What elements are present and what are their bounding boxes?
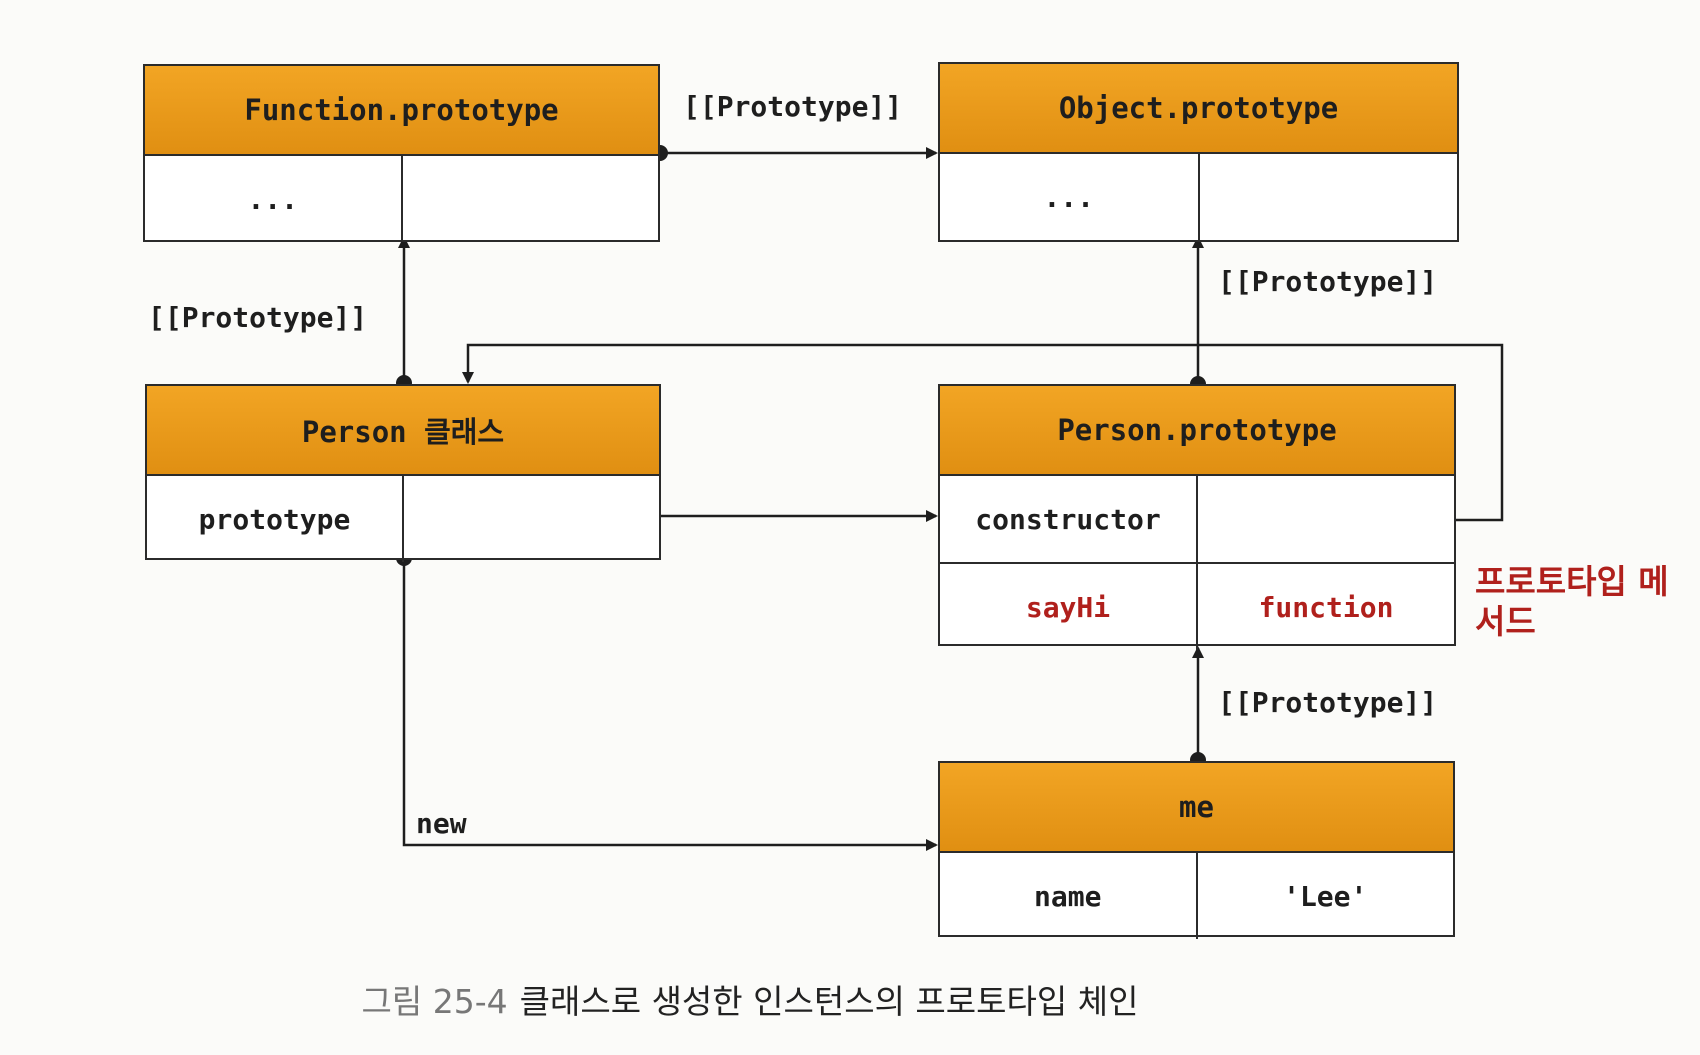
figure-number: 그림 25-4: [361, 982, 508, 1021]
function-prototype-box: Function.prototype ...: [143, 64, 660, 242]
label-class-to-fp: [[Prototype]]: [148, 301, 368, 334]
constructor-key: constructor: [975, 502, 1161, 536]
label-me-to-pp: [[Prototype]]: [1218, 686, 1438, 719]
me-title: me: [940, 763, 1453, 853]
function-prototype-title: Function.prototype: [145, 66, 658, 156]
me-name-key: name: [1034, 879, 1102, 913]
figure-caption: 그림 25-4 클래스로 생성한 인스턴스의 프로토타입 체인: [0, 975, 1500, 1023]
me-instance-box: me name 'Lee': [938, 761, 1455, 939]
object-prototype-ellipsis: ...: [1043, 180, 1095, 214]
function-prototype-empty: [400, 156, 659, 242]
figure-caption-text: 클래스로 생성한 인스턴스의 프로토타입 체인: [519, 982, 1139, 1021]
label-prototype-method: 프로토타입 메서드: [1475, 562, 1669, 641]
me-name-value: 'Lee': [1195, 853, 1454, 939]
person-class-prototype-value: [402, 476, 659, 562]
constructor-value: [1196, 476, 1454, 562]
label-new: new: [416, 807, 467, 840]
object-prototype-box: Object.prototype ...: [938, 62, 1459, 242]
sayhi-value: function: [1196, 564, 1454, 650]
label-pp-to-op: [[Prototype]]: [1218, 265, 1438, 298]
object-prototype-title: Object.prototype: [940, 64, 1457, 154]
person-class-box: Person 클래스 prototype: [145, 384, 661, 562]
person-prototype-title: Person.prototype: [940, 386, 1454, 476]
person-prototype-box: Person.prototype constructor sayHi funct…: [938, 384, 1456, 650]
sayhi-key: sayHi: [1025, 590, 1111, 624]
label-fp-to-op: [[Prototype]]: [683, 90, 903, 123]
object-prototype-empty: [1197, 154, 1458, 240]
person-class-title: Person 클래스: [147, 386, 659, 476]
person-class-prototype-key: prototype: [198, 502, 351, 536]
arrow-new-to-me: [402, 558, 938, 851]
function-prototype-ellipsis: ...: [247, 182, 299, 216]
